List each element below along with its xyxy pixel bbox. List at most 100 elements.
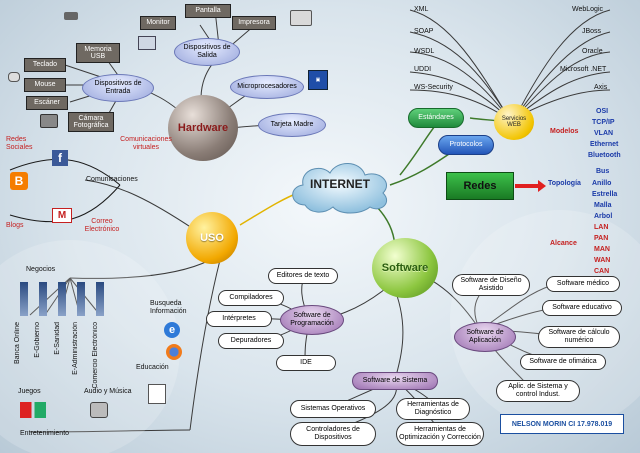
salida-node[interactable]: Dispositivos de Salida bbox=[174, 38, 240, 66]
redes-sociales-label: Redes Sociales bbox=[6, 136, 33, 151]
tarjeta-node[interactable]: Tarjeta Madre bbox=[258, 113, 326, 137]
serv-left-1: SOAP bbox=[414, 28, 434, 35]
negocios-0: Banca Online bbox=[14, 322, 21, 365]
serv-right-1: JBoss bbox=[582, 28, 602, 35]
topologia-label: Topología bbox=[548, 180, 581, 187]
printer-icon bbox=[290, 10, 312, 26]
internet-title: INTERNET bbox=[310, 177, 370, 191]
servicios-node[interactable]: Servicios WEB bbox=[494, 104, 534, 140]
monitor-box: Monitor bbox=[140, 16, 176, 30]
negocios-2: E-Sanidad bbox=[54, 322, 61, 355]
negocios-1: E-Gobierno bbox=[34, 322, 41, 358]
app-3: Software de cálculo numérico bbox=[538, 326, 620, 348]
estandares-node[interactable]: Estándares bbox=[408, 108, 464, 128]
serv-right-0: WebLogic bbox=[572, 6, 604, 13]
app-5: Aplic. de Sistema y control Indust. bbox=[496, 380, 580, 402]
software-node[interactable]: Software bbox=[372, 238, 438, 298]
memoria-box: Memoria USB bbox=[76, 43, 120, 63]
app-1: Software médico bbox=[546, 276, 620, 292]
game-characters-icon bbox=[20, 402, 46, 418]
mouse-box: Mouse bbox=[24, 78, 66, 92]
programacion-node[interactable]: Software de Programación bbox=[280, 305, 344, 335]
camara-box: Cámara Fotográfica bbox=[68, 112, 114, 132]
redes-node[interactable]: Redes bbox=[446, 172, 514, 200]
servicios-title: Servicios WEB bbox=[501, 116, 527, 128]
topologia-2: Estrella bbox=[592, 191, 618, 198]
entretenimiento-label: Entretenimiento bbox=[20, 430, 70, 437]
serv-right-3: Microsoft .NET bbox=[560, 66, 607, 73]
topologia-1: Anillo bbox=[592, 180, 612, 187]
mouse-icon bbox=[8, 72, 20, 82]
music-icon bbox=[90, 402, 108, 418]
prog-0: Editores de texto bbox=[268, 268, 338, 284]
alcance-4: CAN bbox=[594, 268, 610, 275]
audio-label: Audio y Música bbox=[84, 388, 132, 395]
usb-icon bbox=[64, 12, 78, 20]
modelos-1: TCP/IP bbox=[592, 119, 615, 126]
sis-0: Sistemas Operativos bbox=[290, 400, 376, 418]
prog-1: Compiladores bbox=[218, 290, 284, 306]
uso-node[interactable]: USO bbox=[186, 212, 238, 264]
prog-4: IDE bbox=[276, 355, 336, 371]
correo-label: Correo Electrónico bbox=[84, 218, 120, 233]
topologia-4: Arbol bbox=[594, 213, 613, 220]
entrada-node[interactable]: Dispositivos de Entrada bbox=[82, 74, 154, 102]
prog-3: Depuradores bbox=[218, 333, 284, 349]
negocios-3: E-Administración bbox=[72, 322, 79, 375]
app-0: Software de Diseño Asistido bbox=[452, 274, 530, 296]
serv-right-4: Axis bbox=[594, 84, 608, 91]
internet-cloud: INTERNET bbox=[285, 155, 395, 217]
prog-2: Intérpretes bbox=[206, 311, 272, 327]
modelos-3: Ethernet bbox=[590, 141, 619, 148]
serv-left-2: WSDL bbox=[414, 48, 435, 55]
modelos-4: Bluetooth bbox=[588, 152, 621, 159]
blogger-icon: B bbox=[10, 172, 28, 190]
com-virtuales-label: Comunicaciones virtuales bbox=[120, 136, 172, 151]
topologia-0: Bus bbox=[596, 168, 610, 175]
educacion-label: Educación bbox=[136, 364, 169, 371]
sistema-node[interactable]: Software de Sistema bbox=[352, 372, 438, 390]
topologia-3: Malla bbox=[594, 202, 612, 209]
software-title: Software bbox=[381, 262, 429, 274]
modelos-2: VLAN bbox=[594, 130, 614, 137]
facebook-icon: f bbox=[52, 150, 68, 166]
hardware-title: Hardware bbox=[177, 122, 229, 134]
sis-2: Herramientas de Diagnóstico bbox=[396, 398, 470, 420]
alcance-3: WAN bbox=[594, 257, 611, 264]
blogs-label: Blogs bbox=[6, 222, 24, 229]
serv-left-4: WS-Security bbox=[414, 84, 453, 91]
comunicaciones-label: Comunicaciones bbox=[86, 176, 138, 183]
serv-right-2: Oracle bbox=[582, 48, 603, 55]
alcance-label: Alcance bbox=[550, 240, 577, 247]
alcance-1: PAN bbox=[594, 235, 609, 242]
author-box: NELSON MORIN CI 17.978.019 bbox=[500, 414, 624, 434]
firefox-icon bbox=[166, 344, 182, 360]
modelos-0: OSI bbox=[596, 108, 609, 115]
alcance-2: MAN bbox=[594, 246, 610, 253]
impresora-box: Impresora bbox=[232, 16, 276, 30]
teclado-box: Teclado bbox=[24, 58, 66, 72]
escaner-box: Escáner bbox=[26, 96, 68, 110]
app-4: Software de ofimática bbox=[520, 354, 606, 370]
alcance-0: LAN bbox=[594, 224, 609, 231]
sis-1: Controladores de Dispositivos bbox=[290, 422, 376, 446]
app-2: Software educativo bbox=[542, 300, 622, 316]
negocios-label: Negocios bbox=[26, 266, 56, 273]
micro-node[interactable]: Microprocesadores bbox=[230, 75, 304, 99]
camera-icon bbox=[40, 114, 58, 128]
aplicacion-node[interactable]: Software de Aplicación bbox=[454, 322, 516, 352]
modelos-label: Modelos bbox=[550, 128, 579, 135]
pantalla-box: Pantalla bbox=[185, 4, 231, 18]
negocios-4: Comercio Electrónico bbox=[92, 322, 99, 389]
juegos-label: Juegos bbox=[18, 388, 41, 395]
hardware-node[interactable]: Hardware bbox=[168, 95, 238, 161]
intel-chip-icon: ▣ bbox=[308, 70, 328, 90]
books-icon bbox=[148, 384, 166, 404]
serv-left-3: UDDI bbox=[414, 66, 432, 73]
internet-explorer-icon: e bbox=[164, 322, 180, 338]
serv-left-0: XML bbox=[414, 6, 429, 13]
uso-title: USO bbox=[200, 232, 224, 244]
protocolos-node[interactable]: Protocolos bbox=[438, 135, 494, 155]
